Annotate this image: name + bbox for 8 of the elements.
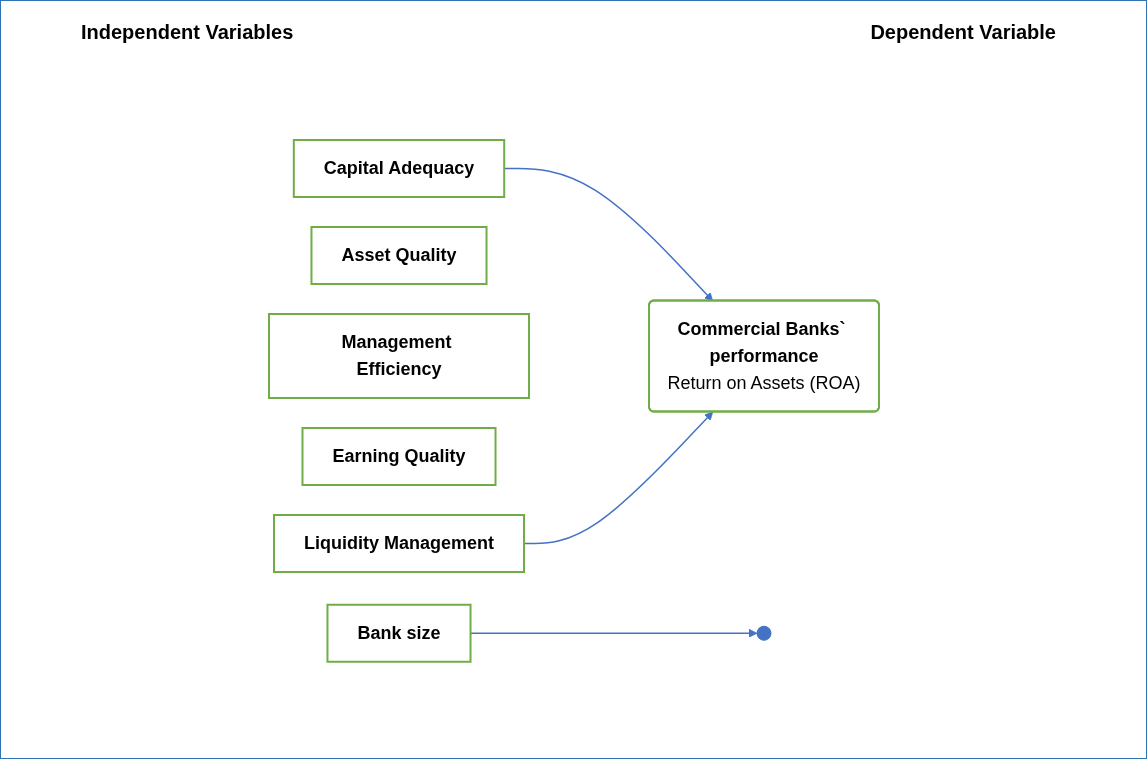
- heading-label: Independent Variables: [81, 21, 294, 44]
- heading-label: Dependent Variable: [870, 21, 1056, 44]
- node-box: Asset Quality: [310, 226, 487, 286]
- node-box: Bank size: [326, 603, 471, 663]
- node-box: Capital Adequacy: [292, 139, 505, 199]
- node-box: Liquidity Management: [272, 514, 525, 574]
- node-box: Earning Quality: [301, 427, 496, 487]
- node-box: Management Efficiency: [267, 313, 530, 400]
